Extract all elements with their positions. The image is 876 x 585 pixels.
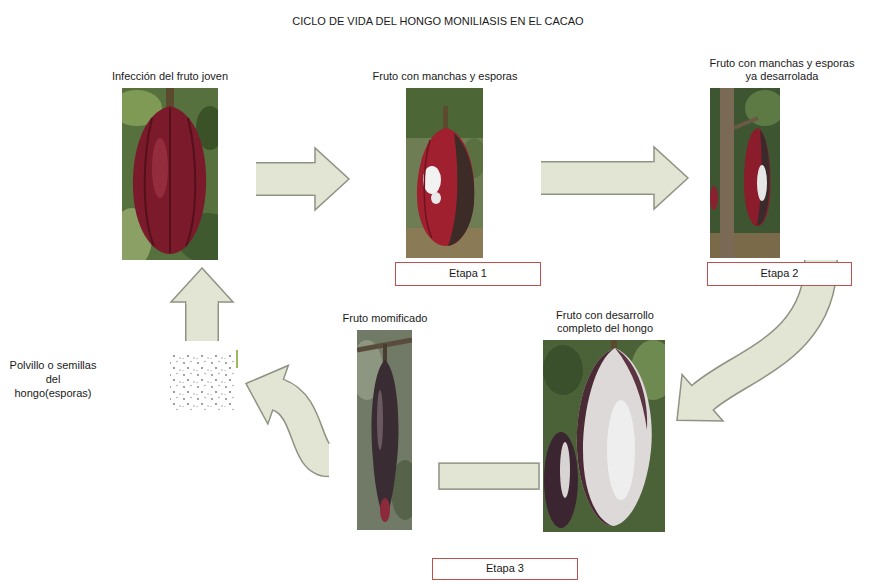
- cacao-pod-photo: [351, 330, 419, 530]
- photo-frame: [543, 340, 665, 532]
- stage-label: Etapa 1: [449, 267, 487, 281]
- stage-text-wrap: Etapa 1: [449, 267, 487, 281]
- title-bar: CICLO DE VIDA DEL HONGO MONILIASIS EN EL…: [0, 11, 876, 29]
- stage-box: Etapa 1: [395, 262, 541, 286]
- photo-node: Fruto con desarrollo completo del hongo: [543, 309, 667, 533]
- block-arrow: [246, 365, 329, 460]
- stage-text-wrap: Etapa 2: [761, 267, 799, 281]
- stage-text-wrap: Etapa 3: [486, 562, 524, 576]
- block-arrow: [541, 147, 688, 209]
- diagram-title: CICLO DE VIDA DEL HONGO MONILIASIS EN EL…: [292, 15, 583, 29]
- cacao-pod-photo: [112, 88, 237, 268]
- photo-node: Fruto con manchas y esporas ya desarrola…: [704, 57, 860, 259]
- stage-label: Etapa 3: [486, 562, 524, 576]
- label-column: Polvillo o semillas del hongo(esporas): [8, 359, 98, 400]
- block-arrow: [171, 268, 233, 341]
- green-mark: [236, 350, 238, 368]
- photo-node: Fruto con manchas y esporas: [365, 70, 525, 258]
- node-caption: Fruto con desarrollo completo del hongo: [543, 309, 667, 337]
- photo-node: Infección del fruto joven: [100, 70, 240, 260]
- node-caption: Fruto con manchas y esporas ya desarrola…: [704, 57, 860, 85]
- spore-dots: [170, 352, 234, 410]
- photo-frame: [122, 88, 218, 260]
- photo-frame: [710, 88, 780, 258]
- node-label: Polvillo o semillas del hongo(esporas): [8, 359, 98, 400]
- cacao-pod-photo: [710, 88, 785, 258]
- photo-frame: [357, 330, 412, 530]
- node-caption: Infección del fruto joven: [100, 70, 240, 84]
- block-arrow: [439, 463, 539, 489]
- cacao-pod-photo: [543, 340, 675, 532]
- node-caption: Fruto momificado: [335, 312, 435, 326]
- stage-box: Etapa 2: [707, 262, 852, 286]
- spore-node: Polvillo o semillas del hongo(esporas): [8, 345, 238, 415]
- stage-label: Etapa 2: [761, 267, 799, 281]
- block-arrow: [256, 148, 349, 210]
- stage-box: Etapa 3: [432, 558, 578, 580]
- node-caption: Fruto con manchas y esporas: [365, 70, 525, 84]
- cacao-pod-photo: [406, 88, 486, 258]
- photo-node: Fruto momificado: [335, 312, 435, 530]
- photo-frame: [406, 88, 483, 258]
